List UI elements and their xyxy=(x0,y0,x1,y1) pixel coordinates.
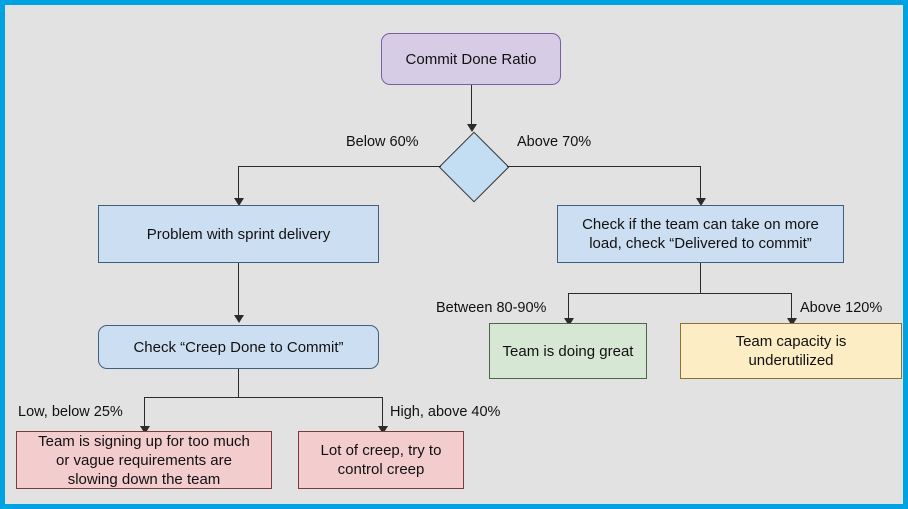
edge-load-fork-stem xyxy=(700,263,702,294)
node-commit-done-ratio[interactable]: Commit Done Ratio xyxy=(381,33,561,85)
node-label-line-2: load, check “Delivered to commit” xyxy=(589,235,812,252)
node-lot-of-creep[interactable]: Lot of creep, try to control creep xyxy=(298,431,464,489)
edge-decision-left-horizontal xyxy=(238,166,441,168)
node-decision-diamond[interactable] xyxy=(438,131,510,203)
node-label-line-3: slowing down the team xyxy=(67,470,221,488)
arrow-creep-to-lot-of-creep xyxy=(378,426,388,434)
node-label-line-2: control creep xyxy=(337,461,425,478)
edge-load-fork-horizontal xyxy=(568,293,792,295)
node-label: Commit Done Ratio xyxy=(405,50,537,68)
edge-creep-fork-stem xyxy=(238,369,240,398)
node-check-creep-done-to-commit[interactable]: Check “Creep Done to Commit” xyxy=(98,325,379,369)
node-label-line-1: Lot of creep, try to xyxy=(320,442,442,459)
node-team-capacity-underutilized[interactable]: Team capacity is underutilized xyxy=(680,323,902,379)
arrow-decision-to-check-load xyxy=(696,198,706,206)
node-label-line-2: underutilized xyxy=(748,352,834,369)
node-check-team-more-load[interactable]: Check if the team can take on more load,… xyxy=(557,205,844,263)
edge-decision-left-vertical xyxy=(238,166,240,201)
node-label: Team is doing great xyxy=(502,342,634,360)
node-label-line-2: or vague requirements are xyxy=(56,451,232,469)
node-team-doing-great[interactable]: Team is doing great xyxy=(489,323,647,379)
node-label: Check “Creep Done to Commit” xyxy=(133,338,344,356)
edge-start-to-decision xyxy=(471,85,473,126)
edge-creep-to-signing-up xyxy=(144,397,146,429)
edge-label-above-120: Above 120% xyxy=(800,300,883,316)
edge-creep-to-lot-of-creep xyxy=(382,397,384,429)
arrow-decision-to-problem xyxy=(234,198,244,206)
arrow-creep-to-signing-up xyxy=(140,426,150,434)
arrow-load-to-doing-great xyxy=(564,318,574,326)
edge-label-low-below-25: Low, below 25% xyxy=(18,404,123,420)
node-label: Problem with sprint delivery xyxy=(146,225,331,243)
node-label-line-1: Check if the team can take on more xyxy=(582,216,819,233)
node-team-signing-up[interactable]: Team is signing up for too much or vague… xyxy=(16,431,272,489)
edge-label-between-80-90: Between 80-90% xyxy=(436,300,547,316)
edge-decision-right-horizontal xyxy=(507,166,701,168)
node-label-line-1: Team capacity is xyxy=(735,333,847,350)
arrow-problem-to-check-creep xyxy=(234,315,244,323)
edge-creep-fork-horizontal xyxy=(144,397,383,399)
edge-decision-right-vertical xyxy=(700,166,702,201)
edge-problem-to-check-creep xyxy=(238,263,240,317)
edge-label-high-above-40: High, above 40% xyxy=(390,404,501,420)
node-problem-sprint-delivery[interactable]: Problem with sprint delivery xyxy=(98,205,379,263)
edge-load-to-underutilized xyxy=(791,293,793,321)
arrow-start-to-decision xyxy=(467,124,477,132)
node-label-line-1: Team is signing up for too much xyxy=(38,432,250,450)
edge-label-below-60: Below 60% xyxy=(346,134,419,150)
edge-load-to-doing-great xyxy=(568,293,570,321)
edge-label-above-70: Above 70% xyxy=(517,134,592,150)
arrow-load-to-underutilized xyxy=(787,318,797,326)
